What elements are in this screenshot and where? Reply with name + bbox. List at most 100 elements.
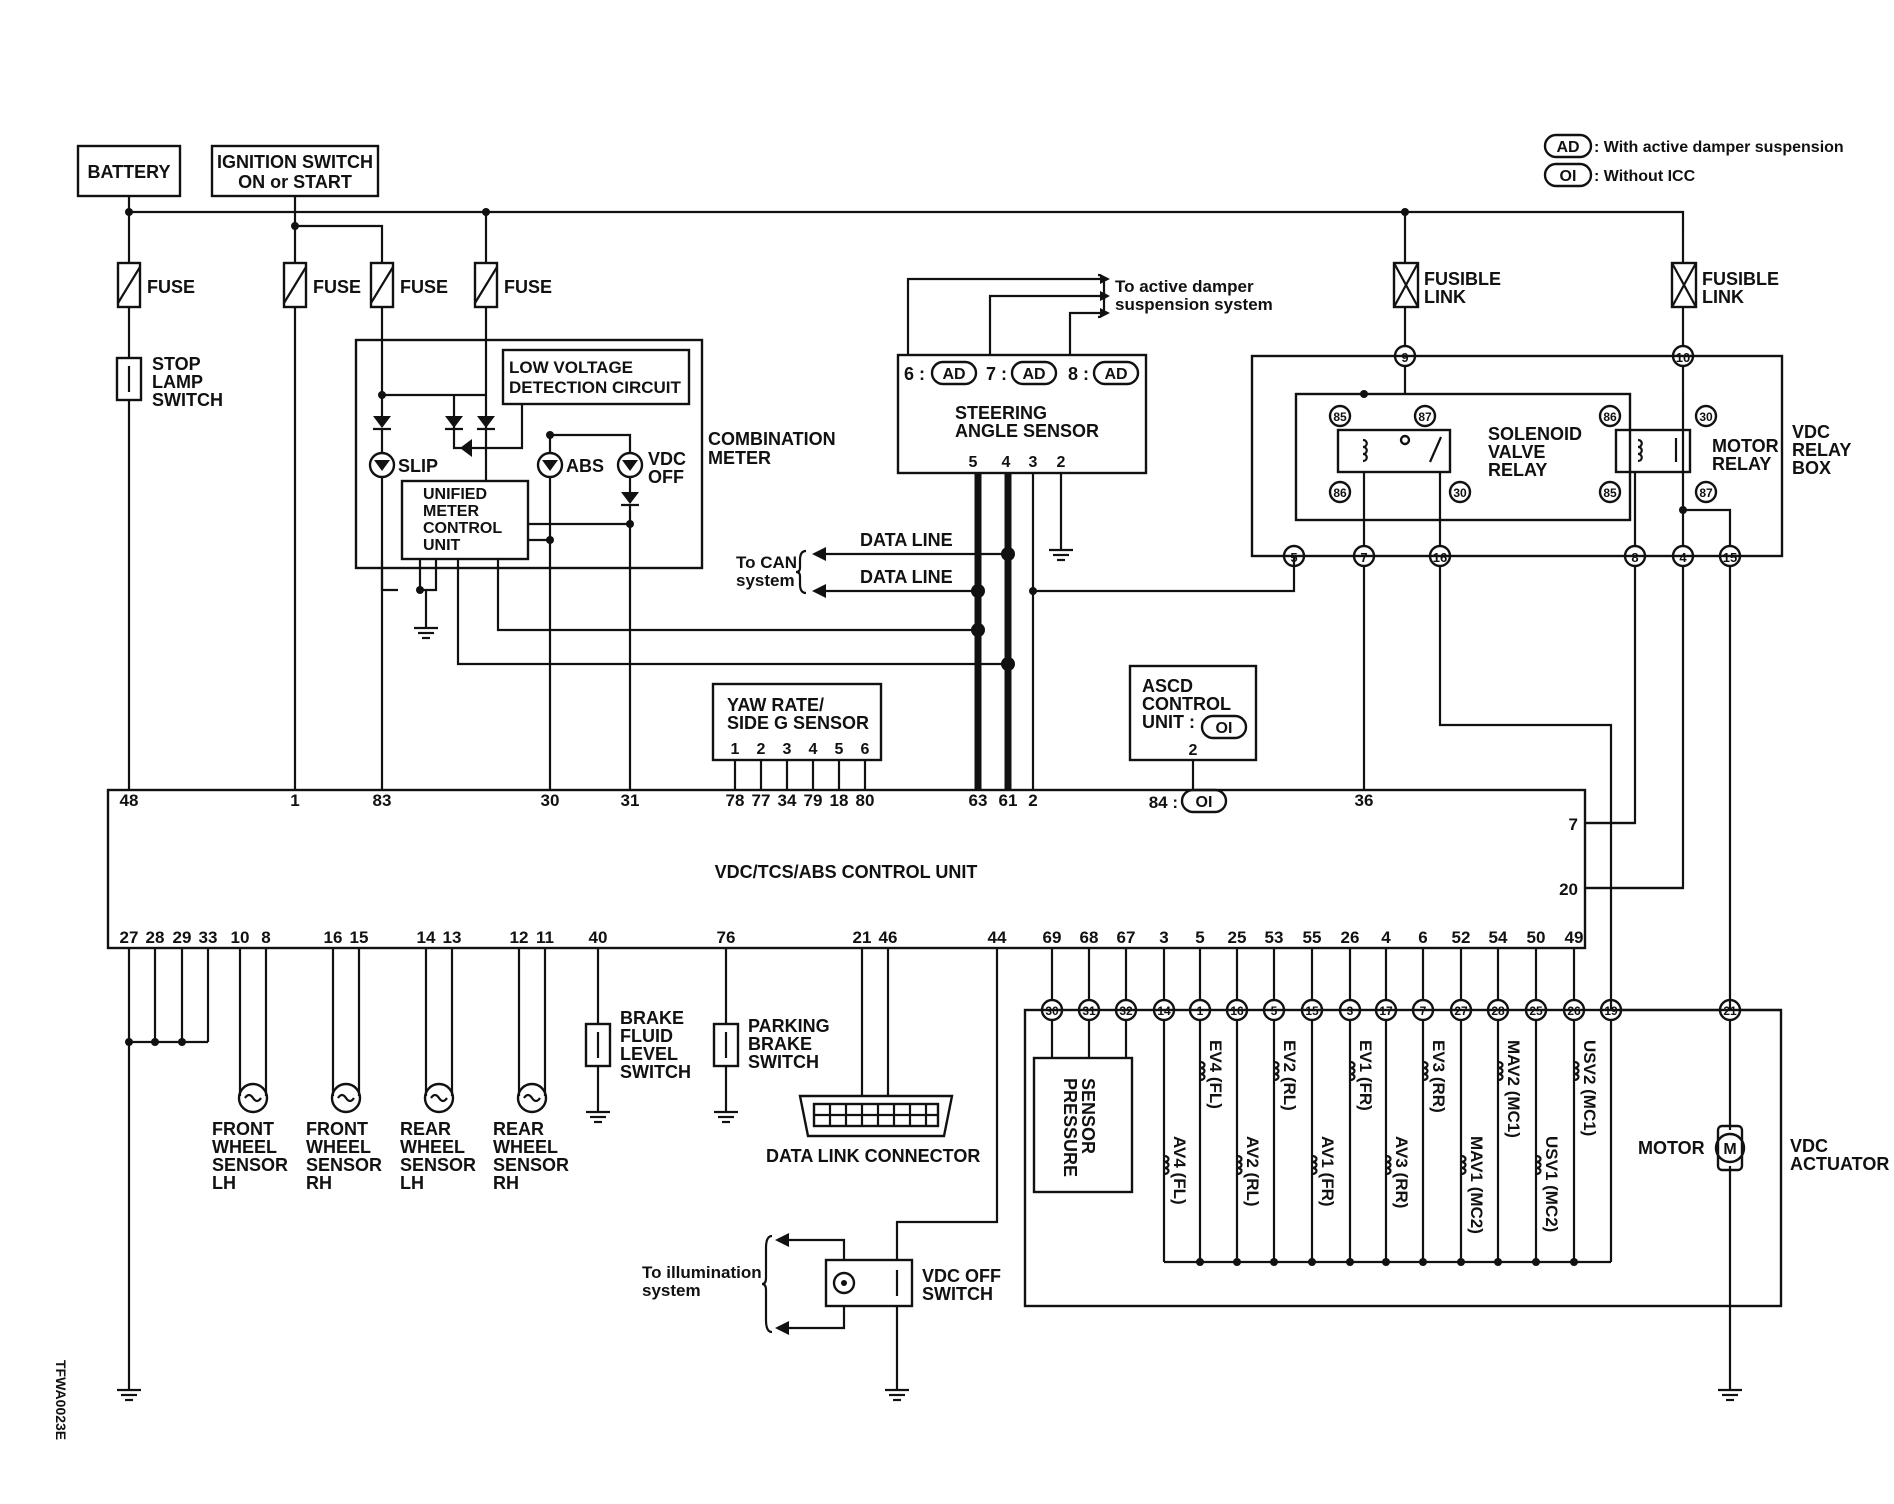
cu-pin-26: 26 xyxy=(1341,928,1360,947)
ignition-label-2: ON or START xyxy=(238,172,352,192)
cu-pin-16: 16 xyxy=(324,928,343,947)
to-can-label-2: system xyxy=(736,571,795,590)
act-term-5: 5 xyxy=(1271,1004,1278,1018)
motor-relay-label-2: RELAY xyxy=(1712,454,1771,474)
relay-term-15: 15 xyxy=(1723,550,1737,565)
parking-brake-label-2: BRAKE xyxy=(748,1034,812,1054)
fuse-label-1: FUSE xyxy=(147,277,195,297)
cu-pin-13: 13 xyxy=(443,928,462,947)
relay-term-86a: 86 xyxy=(1333,486,1347,500)
cu-pin-76: 76 xyxy=(717,928,736,947)
relay-box-label-1: VDC xyxy=(1792,422,1830,442)
relay-term-4: 4 xyxy=(1679,550,1687,565)
act-term-28: 28 xyxy=(1491,1004,1505,1018)
cu-pin-50: 50 xyxy=(1527,928,1546,947)
dlc-label: DATA LINK CONNECTOR xyxy=(766,1146,980,1166)
yaw-rate-sensor: YAW RATE/ SIDE G SENSOR 1 2 3 4 5 6 xyxy=(711,682,883,790)
cu-pin-68: 68 xyxy=(1080,928,1099,947)
low-voltage-label-1: LOW VOLTAGE xyxy=(509,358,633,377)
fuse-battery-meter: FUSE xyxy=(473,212,552,309)
cu-pin-61: 61 xyxy=(999,791,1018,810)
cu-pin-55: 55 xyxy=(1303,928,1322,947)
fusible-link-2-label-1: FUSIBLE xyxy=(1702,269,1779,289)
relay-box-label-3: BOX xyxy=(1792,458,1831,478)
relay-term-87a: 87 xyxy=(1418,410,1432,424)
cu-oi: OI xyxy=(1196,794,1213,811)
act-term-25: 25 xyxy=(1529,1004,1543,1018)
cu-pin-63: 63 xyxy=(969,791,988,810)
act-term-17: 17 xyxy=(1379,1004,1393,1018)
wheel-rr-label-2: WHEEL xyxy=(493,1137,558,1157)
cu-pin-48: 48 xyxy=(120,791,139,810)
solenoid-label-2: VALVE xyxy=(1488,442,1545,462)
wheel-fr-label-3: SENSOR xyxy=(306,1155,382,1175)
act-term-15: 15 xyxy=(1305,1004,1319,1018)
steering-connector-8: 8 : xyxy=(1068,364,1089,384)
pressure-label-1: PRESSURE xyxy=(1060,1078,1080,1177)
relay-term-5: 5 xyxy=(1290,550,1297,565)
stop-lamp-label-2: LAMP xyxy=(152,372,203,392)
motor-relay-label-1: MOTOR xyxy=(1712,436,1779,456)
ignition-label-1: IGNITION SWITCH xyxy=(217,152,373,172)
vdc-control-unit: VDC/TCS/ABS CONTROL UNIT 48 1 83 30 31 7… xyxy=(106,788,1587,950)
lamp-off-label: OFF xyxy=(648,467,684,487)
control-unit-title: VDC/TCS/ABS CONTROL UNIT xyxy=(715,862,978,882)
yaw-pin-5: 5 xyxy=(835,741,844,758)
cu-pin-5: 5 xyxy=(1195,928,1204,947)
cu-pin-18: 18 xyxy=(830,791,849,810)
steering-pin-3: 3 xyxy=(1029,454,1038,471)
cu-pin-78: 78 xyxy=(726,791,745,810)
cu-pin-79: 79 xyxy=(804,791,823,810)
cu-pin-40: 40 xyxy=(589,928,608,947)
relay-term-86b: 86 xyxy=(1603,410,1617,424)
illumination-label-1: To illumination xyxy=(642,1263,762,1282)
unified-label-1: UNIFIED xyxy=(423,486,487,503)
relay-term-9: 9 xyxy=(1401,350,1408,365)
wheel-rr-label-4: RH xyxy=(493,1173,519,1193)
illumination-label-2: system xyxy=(642,1281,701,1300)
unified-label-4: UNIT xyxy=(423,537,461,554)
stop-lamp-switch: STOP LAMP SWITCH xyxy=(115,307,223,790)
relay-term-85a: 85 xyxy=(1333,410,1347,424)
brake-fluid-level-switch: BRAKE FLUID LEVEL SWITCH xyxy=(584,948,691,1124)
cu-pin-69: 69 xyxy=(1043,928,1062,947)
act-term-19: 19 xyxy=(1604,1004,1618,1018)
relay-box-label-2: RELAY xyxy=(1792,440,1851,460)
wheel-fr-label-1: FRONT xyxy=(306,1119,368,1139)
data-line-label-2: DATA LINE xyxy=(860,567,953,587)
cu-pin-2: 2 xyxy=(1028,791,1037,810)
stop-lamp-label-3: SWITCH xyxy=(152,390,223,410)
parking-brake-label-3: SWITCH xyxy=(748,1052,819,1072)
relay-term-10: 10 xyxy=(1676,350,1690,365)
vdc-off-label-1: VDC OFF xyxy=(922,1266,1001,1286)
brake-fluid-label-4: SWITCH xyxy=(620,1062,691,1082)
cu-pin-34: 34 xyxy=(778,791,797,810)
valve-av2: AV2 (RL) xyxy=(1243,1136,1262,1207)
wheel-rl-label-3: SENSOR xyxy=(400,1155,476,1175)
battery-label: BATTERY xyxy=(88,162,171,182)
fusible-link-2: FUSIBLE LINK xyxy=(1670,261,1779,309)
cu-pin-67: 67 xyxy=(1117,928,1136,947)
wheel-fl-label-4: LH xyxy=(212,1173,236,1193)
actuator-label-2: ACTUATOR xyxy=(1790,1154,1889,1174)
legend: AD : With active damper suspension OI : … xyxy=(1543,133,1844,188)
wheel-fr-label-4: RH xyxy=(306,1173,332,1193)
to-active-label-1: To active damper xyxy=(1115,277,1254,296)
act-term-27: 27 xyxy=(1454,1004,1468,1018)
steering-ad-2: AD xyxy=(1022,366,1045,383)
to-active-label-2: suspension system xyxy=(1115,295,1273,314)
cu-pin-53: 53 xyxy=(1265,928,1284,947)
valve-av4: AV4 (FL) xyxy=(1170,1136,1189,1205)
lamp-vdc-label: VDC xyxy=(648,449,686,469)
steering-angle-sensor: 6 : AD 7 : AD 8 : AD STEERING ANGLE SENS… xyxy=(896,273,1273,475)
ascd-label-3: UNIT : xyxy=(1142,712,1195,732)
actuator-label-1: VDC xyxy=(1790,1136,1828,1156)
act-term-14: 14 xyxy=(1157,1004,1171,1018)
ascd-control-unit: ASCD CONTROL UNIT : OI 2 xyxy=(1128,664,1258,790)
motor-symbol: M xyxy=(1723,1141,1736,1158)
parking-brake-switch: PARKING BRAKE SWITCH xyxy=(712,948,830,1124)
act-term-3: 3 xyxy=(1347,1004,1354,1018)
solenoid-label-1: SOLENOID xyxy=(1488,424,1582,444)
